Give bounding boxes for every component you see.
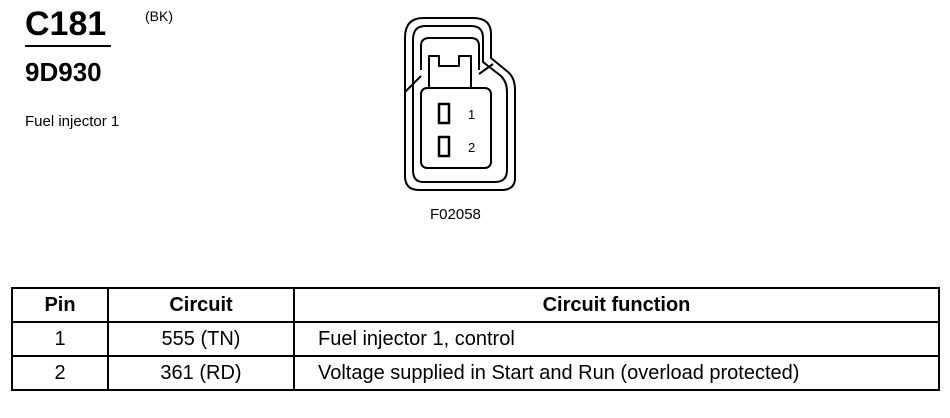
- connector-color-code: (BK): [145, 8, 173, 24]
- pinout-table: Pin Circuit Circuit function 1 555 (TN) …: [11, 287, 940, 391]
- function-cell: Fuel injector 1, control: [293, 321, 940, 357]
- circuit-cell: 555 (TN): [107, 321, 295, 357]
- table-row: 2 361 (RD) Voltage supplied in Start and…: [11, 355, 940, 391]
- pin-1-terminal: [437, 102, 451, 125]
- pin-2-terminal: [437, 135, 451, 158]
- connector-inner-housing: [412, 25, 508, 183]
- connector-outer-housing: [404, 17, 516, 191]
- circuit-cell: 361 (RD): [107, 355, 295, 391]
- part-number: 9D930: [25, 57, 102, 87]
- pin-cavity-block: [420, 87, 492, 169]
- connector-face-diagram: 1 2: [404, 17, 516, 191]
- table-row: 1 555 (TN) Fuel injector 1, control: [11, 321, 940, 357]
- latch-slope: [404, 63, 494, 93]
- pin-1-label: 1: [468, 107, 475, 122]
- pin-cell: 2: [11, 355, 109, 391]
- connector-id: C181: [25, 5, 107, 43]
- connector-description: Fuel injector 1: [25, 113, 120, 130]
- header-circuit-function: Circuit function: [293, 287, 940, 323]
- header-pin: Pin: [11, 287, 109, 323]
- title-underline: [25, 45, 111, 47]
- pin-cell: 1: [11, 321, 109, 357]
- figure-code: F02058: [430, 206, 481, 223]
- table-header-row: Pin Circuit Circuit function: [11, 287, 940, 323]
- function-cell: Voltage supplied in Start and Run (overl…: [293, 355, 940, 391]
- locking-latch: [420, 37, 480, 70]
- pin-2-label: 2: [468, 140, 475, 155]
- header-circuit: Circuit: [107, 287, 295, 323]
- latch-tab: [428, 55, 472, 88]
